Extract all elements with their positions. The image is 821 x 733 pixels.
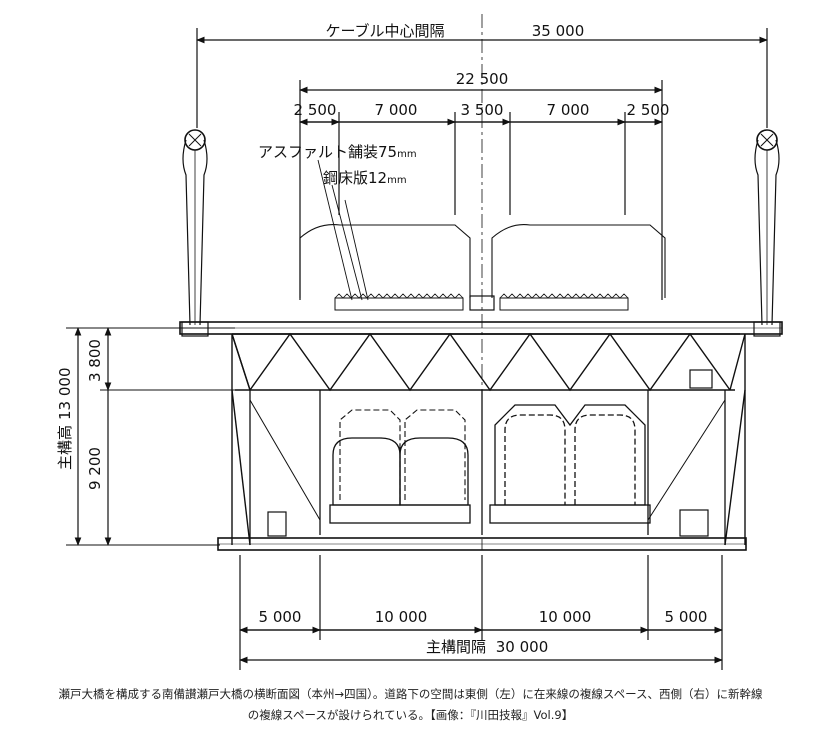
stiffening-truss bbox=[231, 332, 746, 546]
bottom-span-1: 5 000 bbox=[259, 608, 302, 626]
lane-value-1: 2 500 bbox=[294, 101, 337, 119]
bottom-span-2: 10 000 bbox=[375, 608, 428, 626]
road-clearance-left bbox=[299, 223, 471, 298]
shinkansen-rail-gauge bbox=[489, 404, 651, 524]
conventional-rail-cars bbox=[329, 437, 471, 524]
label-leaders bbox=[317, 159, 369, 301]
right-hanger bbox=[753, 129, 781, 337]
girder-spacing-value: 30 000 bbox=[496, 638, 549, 656]
caption-line-1: 瀬戸大橋を構成する南備讃瀬戸大橋の横断面図（本州→四国）。道路下の空間は東側（左… bbox=[58, 687, 763, 701]
lane-value-3: 3 500 bbox=[461, 101, 504, 119]
bottom-span-4: 5 000 bbox=[665, 608, 708, 626]
lane-dimensions bbox=[299, 112, 663, 215]
cable-spacing-dimension bbox=[196, 14, 768, 550]
asphalt-label: アスファルト舗装75mm bbox=[258, 143, 417, 161]
lane-value-2: 7 000 bbox=[375, 101, 418, 119]
road-deck bbox=[179, 293, 783, 335]
left-hanger bbox=[181, 129, 209, 337]
steel-deck-unit: mm bbox=[387, 175, 406, 186]
figure-caption: 瀬戸大橋を構成する南備讃瀬戸大橋の横断面図（本州→四国）。道路下の空間は東側（左… bbox=[20, 684, 801, 726]
girder-height-value: 13 000 bbox=[56, 368, 74, 421]
girder-height-dimension bbox=[66, 327, 235, 546]
cable-spacing-label: ケーブル中心間隔 bbox=[325, 22, 444, 40]
lower-frame bbox=[249, 390, 726, 545]
steel-deck-text: 鋼床版12 bbox=[323, 169, 387, 187]
lower-chord bbox=[217, 369, 747, 551]
bottom-span-3: 10 000 bbox=[539, 608, 592, 626]
road-clearance-right bbox=[491, 223, 666, 298]
lane-value-4: 7 000 bbox=[547, 101, 590, 119]
cable-spacing-value: 35 000 bbox=[532, 22, 585, 40]
girder-spacing-label: 主構間隔 bbox=[426, 638, 486, 656]
asphalt-text: アスファルト舗装75 bbox=[258, 143, 397, 161]
lane-value-5: 2 500 bbox=[627, 101, 670, 119]
steel-deck-label: 鋼床版12mm bbox=[323, 169, 407, 187]
bottom-span-dimensions bbox=[239, 555, 723, 670]
asphalt-unit: mm bbox=[397, 149, 416, 160]
conventional-rail-gauge bbox=[339, 409, 466, 500]
upper-height-value: 3 800 bbox=[86, 339, 104, 382]
girder-height-label: 主構高 bbox=[56, 425, 74, 470]
caption-line-2: の複線スペースが設けられている。【画像：『川田技報』Vol.9】 bbox=[247, 708, 574, 722]
lower-height-value: 9 200 bbox=[86, 447, 104, 490]
roadway-width-value: 22 500 bbox=[456, 70, 509, 88]
bridge-cross-section-drawing: ケーブル中心間隔 35 000 22 500 2 500 7 000 3 500… bbox=[56, 14, 783, 670]
